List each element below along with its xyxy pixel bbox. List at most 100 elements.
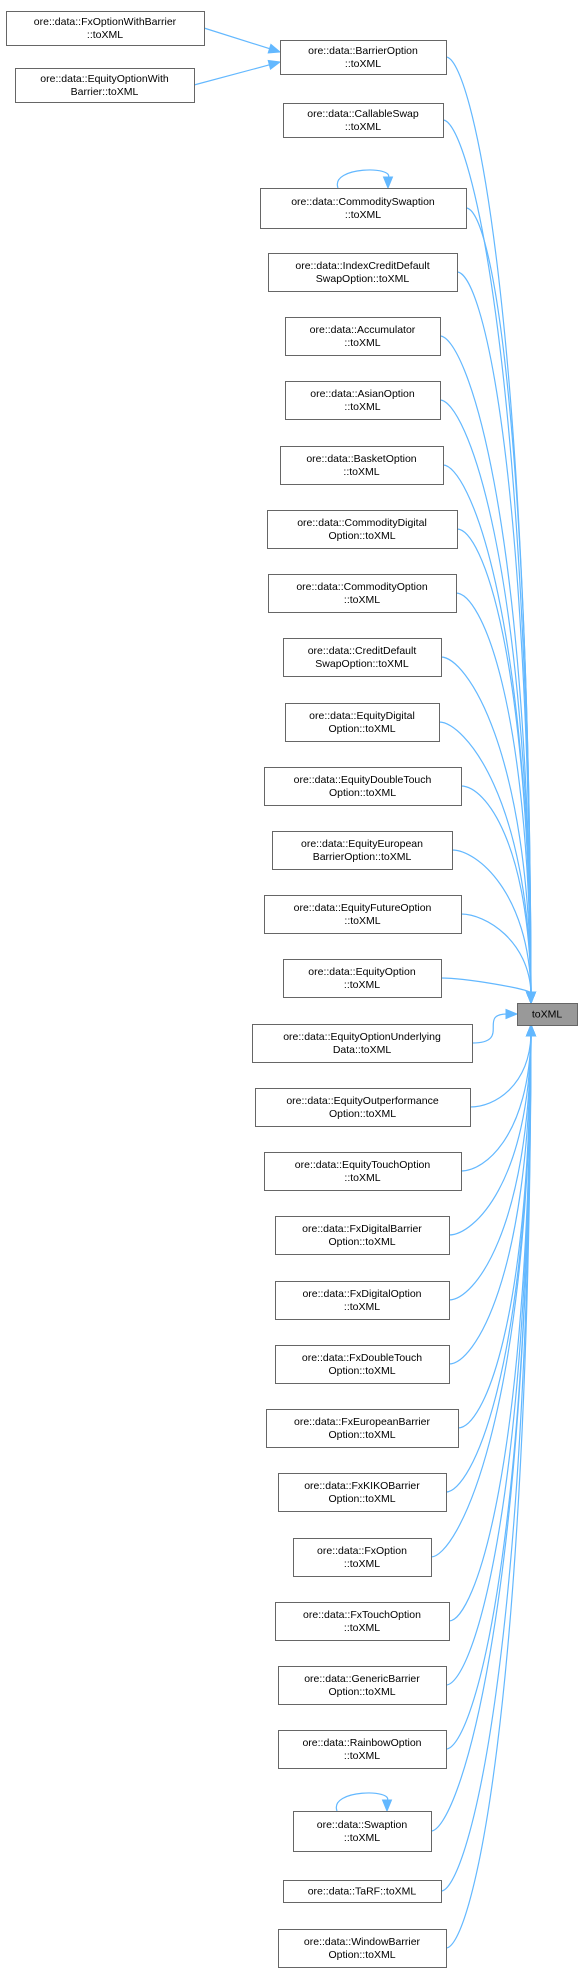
node-box: [278, 1666, 447, 1705]
node-label-line: Option::toXML: [328, 1493, 395, 1505]
node-equity-option-with-barrier[interactable]: ore::data::EquityOptionWithBarrier::toXM…: [15, 68, 195, 103]
node-equity-european-barrier-option[interactable]: ore::data::EquityEuropeanBarrierOption::…: [272, 831, 453, 870]
node-box: [266, 1409, 459, 1448]
node-rainbow-option[interactable]: ore::data::RainbowOption::toXML: [278, 1730, 447, 1769]
node-label-line: ore::data::Accumulator: [310, 324, 416, 336]
node-label-line: ore::data::WindowBarrier: [304, 1936, 421, 1948]
node-box: [283, 959, 442, 998]
node-box: [293, 1811, 432, 1852]
edge-swaption-to-swaption: [335, 1792, 393, 1813]
node-label-line: ore::data::CommodityDigital: [297, 517, 427, 529]
node-fx-touch-option[interactable]: ore::data::FxTouchOption::toXML: [275, 1602, 450, 1641]
node-fx-option-with-barrier[interactable]: ore::data::FxOptionWithBarrier::toXML: [6, 11, 205, 46]
edge-line: [460, 913, 532, 994]
node-box: [283, 103, 444, 138]
node-equity-double-touch-option[interactable]: ore::data::EquityDoubleTouchOption::toXM…: [264, 767, 462, 806]
node-commodity-option[interactable]: ore::data::CommodityOption::toXML: [268, 574, 457, 613]
edge-line: [448, 1034, 532, 1236]
node-box: [285, 381, 441, 420]
node-label-line: ore::data::BarrierOption: [308, 45, 418, 57]
node-box: [15, 68, 195, 103]
edge-fx-option-with-barrier-to-barrier-option: [203, 27, 282, 54]
node-asian-option[interactable]: ore::data::AsianOption::toXML: [285, 381, 441, 420]
node-label-line: ore::data::FxDoubleTouch: [302, 1352, 422, 1364]
node-label-line: BarrierOption::toXML: [313, 851, 412, 863]
node-callable-swap[interactable]: ore::data::CallableSwap::toXML: [283, 103, 444, 138]
edge-commodity-swaption-to-commodity-swaption: [336, 169, 394, 190]
node-commodity-swaption[interactable]: ore::data::CommoditySwaption::toXML: [260, 188, 467, 229]
node-box: [280, 446, 444, 485]
node-label-line: ore::data::EquityOptionWith: [40, 73, 169, 85]
arrowhead: [267, 43, 282, 54]
node-label-line: ore::data::CommodityOption: [296, 581, 427, 593]
node-label-line: ::toXML: [344, 1301, 380, 1313]
node-swaption[interactable]: ore::data::Swaption::toXML: [293, 1811, 432, 1852]
node-basket-option[interactable]: ore::data::BasketOption::toXML: [280, 446, 444, 485]
node-target[interactable]: toXML: [517, 1003, 578, 1026]
node-box: [278, 1730, 447, 1769]
arrowhead: [525, 991, 537, 1005]
node-credit-default-swap-option[interactable]: ore::data::CreditDefaultSwapOption::toXM…: [283, 638, 442, 677]
edge-equity-option-underlying-data-to-target: [471, 1008, 519, 1044]
node-box: [264, 767, 462, 806]
edge-line: [448, 1034, 532, 1622]
node-index-credit-default-swap-option[interactable]: ore::data::IndexCreditDefaultSwapOption:…: [268, 253, 458, 292]
edge-line: [455, 592, 532, 994]
node-box: [285, 317, 441, 356]
edge-line: [439, 399, 532, 994]
node-label-line: ::toXML: [344, 337, 380, 349]
node-label-line: ::toXML: [345, 58, 381, 70]
edge-line: [440, 1034, 532, 1892]
node-equity-future-option[interactable]: ore::data::EquityFutureOption::toXML: [264, 895, 462, 934]
node-fx-digital-option[interactable]: ore::data::FxDigitalOption::toXML: [275, 1281, 450, 1320]
node-equity-option-underlying-data[interactable]: ore::data::EquityOptionUnderlyingData::t…: [252, 1024, 473, 1063]
node-box: [6, 11, 205, 46]
edge-line: [442, 119, 532, 994]
node-label-line: Option::toXML: [328, 1236, 395, 1248]
node-label-line: ::toXML: [343, 466, 379, 478]
node-label-line: ::toXML: [345, 209, 381, 221]
arrowhead: [381, 1799, 393, 1813]
node-equity-outperformance-option[interactable]: ore::data::EquityOutperformanceOption::t…: [255, 1088, 471, 1127]
node-accumulator[interactable]: ore::data::Accumulator::toXML: [285, 317, 441, 356]
node-box: [264, 1152, 462, 1191]
node-label-line: Data::toXML: [333, 1044, 392, 1056]
node-label-line: Option::toXML: [328, 530, 395, 542]
node-box: [283, 638, 442, 677]
edge-line: [335, 1792, 389, 1812]
node-tarf[interactable]: ore::data::TaRF::toXML: [283, 1880, 442, 1903]
node-box: [278, 1473, 447, 1512]
node-fx-option[interactable]: ore::data::FxOption::toXML: [293, 1538, 432, 1577]
node-label-line: ore::data::EquityOption: [308, 966, 416, 978]
edge-line: [469, 1034, 532, 1108]
edge-layer: [193, 27, 537, 1949]
node-box: [267, 510, 458, 549]
node-label-line: ::toXML: [344, 1750, 380, 1762]
edge-line: [460, 785, 532, 994]
node-label-line: ore::data::FxEuropeanBarrier: [294, 1416, 430, 1428]
node-label-line: ore::data::BasketOption: [306, 453, 416, 465]
edge-line: [193, 64, 271, 86]
node-label-line: ore::data::CallableSwap: [307, 108, 419, 120]
edge-line: [448, 1034, 532, 1365]
node-label-line: ::toXML: [345, 121, 381, 133]
node-fx-european-barrier-option[interactable]: ore::data::FxEuropeanBarrierOption::toXM…: [266, 1409, 459, 1448]
node-label-line: ore::data::TaRF::toXML: [308, 1886, 417, 1898]
node-barrier-option[interactable]: ore::data::BarrierOption::toXML: [280, 40, 447, 75]
node-label-line: ore::data::CommoditySwaption: [291, 196, 435, 208]
node-equity-touch-option[interactable]: ore::data::EquityTouchOption::toXML: [264, 1152, 462, 1191]
node-label-line: ::toXML: [344, 1622, 380, 1634]
node-box: [283, 1880, 442, 1903]
node-label-line: ore::data::FxKIKOBarrier: [304, 1480, 420, 1492]
node-label-line: ::toXML: [344, 979, 380, 991]
node-label-line: ore::data::CreditDefault: [308, 645, 417, 657]
node-label-line: Option::toXML: [328, 1365, 395, 1377]
node-equity-option[interactable]: ore::data::EquityOption::toXML: [283, 959, 442, 998]
